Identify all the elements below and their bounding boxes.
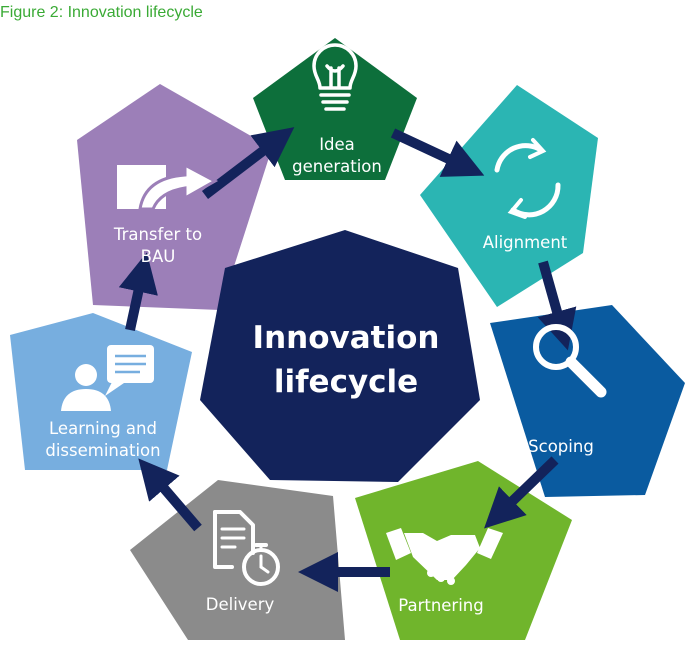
stage-label-idea-line2: generation xyxy=(292,157,382,176)
stage-label-alignment: Alignment xyxy=(483,233,568,252)
lightbulb-icon xyxy=(312,43,358,111)
arrow-delivery-to-learning xyxy=(138,458,202,532)
arrow-learning-to-transfer xyxy=(118,252,158,332)
arrow-alignment-to-scoping xyxy=(537,260,577,351)
center-title-line1: Innovation xyxy=(253,320,440,356)
stage-label-partnering: Partnering xyxy=(398,596,483,615)
arrow-transfer-to-idea xyxy=(201,127,295,199)
arrow-scoping-to-partnering xyxy=(484,456,559,529)
stage-shape-scoping xyxy=(490,305,685,497)
stage-shape-alignment xyxy=(420,85,598,307)
stage-label-transfer-line1: Transfer to xyxy=(113,225,202,244)
transfer-arrow-icon xyxy=(117,162,219,211)
stage-label-transfer-line2: BAU xyxy=(141,247,176,266)
stage-label-idea-line1: Idea xyxy=(319,135,355,154)
stage-shape-delivery xyxy=(130,480,345,640)
center-heptagon xyxy=(200,230,480,482)
stage-label-delivery: Delivery xyxy=(206,595,275,614)
stage-label-learning-line2: dissemination xyxy=(45,441,160,460)
arrow-idea-to-alignment xyxy=(390,128,485,177)
magnifier-icon xyxy=(533,324,607,398)
handshake-icon xyxy=(386,528,503,585)
stage-label-learning-line1: Learning and xyxy=(49,419,157,438)
center-title-line2: lifecycle xyxy=(274,364,418,400)
stage-label-scoping: Scoping xyxy=(528,437,594,456)
person-speech-icon xyxy=(61,345,154,411)
figure-caption: Figure 2: Innovation lifecycle xyxy=(0,4,203,21)
cycle-arrows-icon xyxy=(494,138,561,219)
document-stopwatch-icon xyxy=(213,510,280,586)
